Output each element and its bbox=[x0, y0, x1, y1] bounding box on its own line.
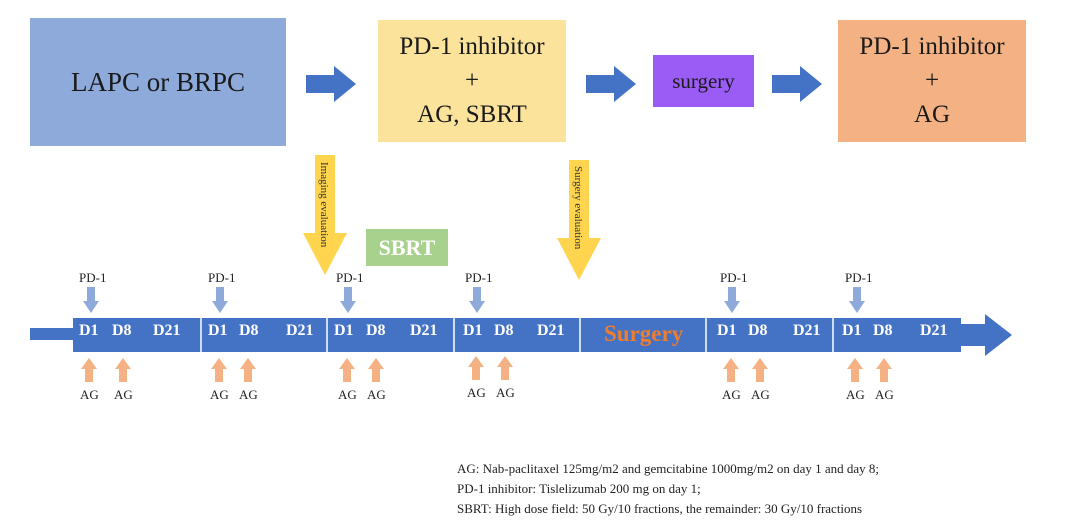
ag-label-4a: AG bbox=[467, 385, 486, 400]
ag-arrow-3a bbox=[339, 358, 355, 382]
pd1-inhibitor-label-2: PD-1 inhibitor bbox=[859, 33, 1005, 60]
cycle3-d1: D1 bbox=[334, 322, 354, 339]
cycle1-d21: D21 bbox=[153, 322, 181, 339]
legend-ag: AG: Nab-paclitaxel 125mg/m2 and gemcitab… bbox=[457, 461, 880, 476]
lapc-brpc-box: LAPC or BRPC bbox=[30, 18, 286, 146]
imaging-evaluation-label: Imaging evaluation bbox=[318, 162, 330, 248]
pd1-arrow-1 bbox=[83, 287, 99, 313]
flow-arrow-1 bbox=[306, 66, 356, 102]
ag-label-1b: AG bbox=[114, 387, 133, 402]
plus-label: + bbox=[464, 67, 480, 94]
cycle2-d8: D8 bbox=[239, 322, 259, 339]
cycle5-d1: D1 bbox=[717, 322, 737, 339]
ag-arrow-4a bbox=[468, 356, 484, 380]
cycle5-d21: D21 bbox=[793, 322, 821, 339]
lapc-brpc-label: LAPC or BRPC bbox=[70, 66, 246, 97]
ag-label-2a: AG bbox=[210, 387, 229, 402]
ag-label-5a: AG bbox=[722, 387, 741, 402]
ag-label-4b: AG bbox=[496, 385, 515, 400]
ag-arrow-6b bbox=[876, 358, 892, 382]
surgery-box: surgery bbox=[653, 55, 754, 107]
ag-label-2: AG bbox=[913, 101, 951, 128]
ag-arrow-3b bbox=[368, 358, 384, 382]
pd1-label-1: PD-1 bbox=[79, 270, 107, 285]
cycle2-d1: D1 bbox=[208, 322, 228, 339]
pd1-inhibitor-label: PD-1 inhibitor bbox=[399, 33, 545, 60]
flow-arrow-3 bbox=[772, 66, 822, 102]
surgery-evaluation-arrow bbox=[557, 160, 601, 280]
flow-arrow-2 bbox=[586, 66, 636, 102]
cycle1-d8: D8 bbox=[112, 322, 132, 339]
pd1-label-6: PD-1 bbox=[845, 270, 873, 285]
ag-label-1a: AG bbox=[80, 387, 99, 402]
cycle3-d21: D21 bbox=[410, 322, 438, 339]
cycle2-d21: D21 bbox=[286, 322, 314, 339]
ag-arrow-2b bbox=[240, 358, 256, 382]
cycle6-d21: D21 bbox=[920, 322, 948, 339]
imaging-evaluation-arrow bbox=[303, 155, 347, 275]
pd1-arrow-6 bbox=[849, 287, 865, 313]
pd1-label-4: PD-1 bbox=[465, 270, 493, 285]
cycle5-d8: D8 bbox=[748, 322, 768, 339]
ag-arrow-1b bbox=[115, 358, 131, 382]
ag-label-6b: AG bbox=[875, 387, 894, 402]
pd1-ag-box: PD-1 inhibitor + AG bbox=[838, 20, 1026, 142]
plus-label-2: + bbox=[924, 67, 940, 94]
ag-label-5b: AG bbox=[751, 387, 770, 402]
pd1-ag-sbrt-box: PD-1 inhibitor + AG, SBRT bbox=[378, 20, 566, 142]
pd1-arrow-5 bbox=[724, 287, 740, 313]
ag-arrow-1a bbox=[81, 358, 97, 382]
ag-sbrt-label: AG, SBRT bbox=[417, 101, 527, 128]
cycle4-d1: D1 bbox=[463, 322, 483, 339]
surgery-evaluation-label: Surgery evaluation bbox=[572, 166, 584, 250]
pd1-label-3: PD-1 bbox=[336, 270, 364, 285]
surgery-box-label: surgery bbox=[672, 68, 735, 93]
cycle6-d8: D8 bbox=[873, 322, 893, 339]
ag-arrow-5b bbox=[752, 358, 768, 382]
ag-label-3b: AG bbox=[367, 387, 386, 402]
legend: AG: Nab-paclitaxel 125mg/m2 and gemcitab… bbox=[457, 459, 879, 519]
legend-sbrt: SBRT: High dose field: 50 Gy/10 fraction… bbox=[457, 501, 863, 516]
legend-pd1: PD-1 inhibitor: Tislelizumab 200 mg on d… bbox=[457, 481, 701, 496]
cycle1-d1: D1 bbox=[79, 322, 99, 339]
pd1-arrow-2 bbox=[212, 287, 228, 313]
ag-label-6a: AG bbox=[846, 387, 865, 402]
timeline-bar bbox=[30, 314, 1012, 356]
ag-label-3a: AG bbox=[338, 387, 357, 402]
pd1-label-2: PD-1 bbox=[208, 270, 236, 285]
cycle3-d8: D8 bbox=[366, 322, 386, 339]
pd1-arrow-4 bbox=[469, 287, 485, 313]
ag-arrow-5a bbox=[723, 358, 739, 382]
sbrt-badge: SBRT bbox=[366, 229, 448, 266]
ag-arrow-6a bbox=[847, 358, 863, 382]
pd1-label-5: PD-1 bbox=[720, 270, 748, 285]
ag-arrow-2a bbox=[211, 358, 227, 382]
cycle6-d1: D1 bbox=[842, 322, 862, 339]
pd1-arrow-3 bbox=[340, 287, 356, 313]
timeline-surgery-label: Surgery bbox=[604, 321, 684, 346]
ag-label-2b: AG bbox=[239, 387, 258, 402]
cycle4-d21: D21 bbox=[537, 322, 565, 339]
ag-arrow-4b bbox=[497, 356, 513, 380]
cycle4-d8: D8 bbox=[494, 322, 514, 339]
